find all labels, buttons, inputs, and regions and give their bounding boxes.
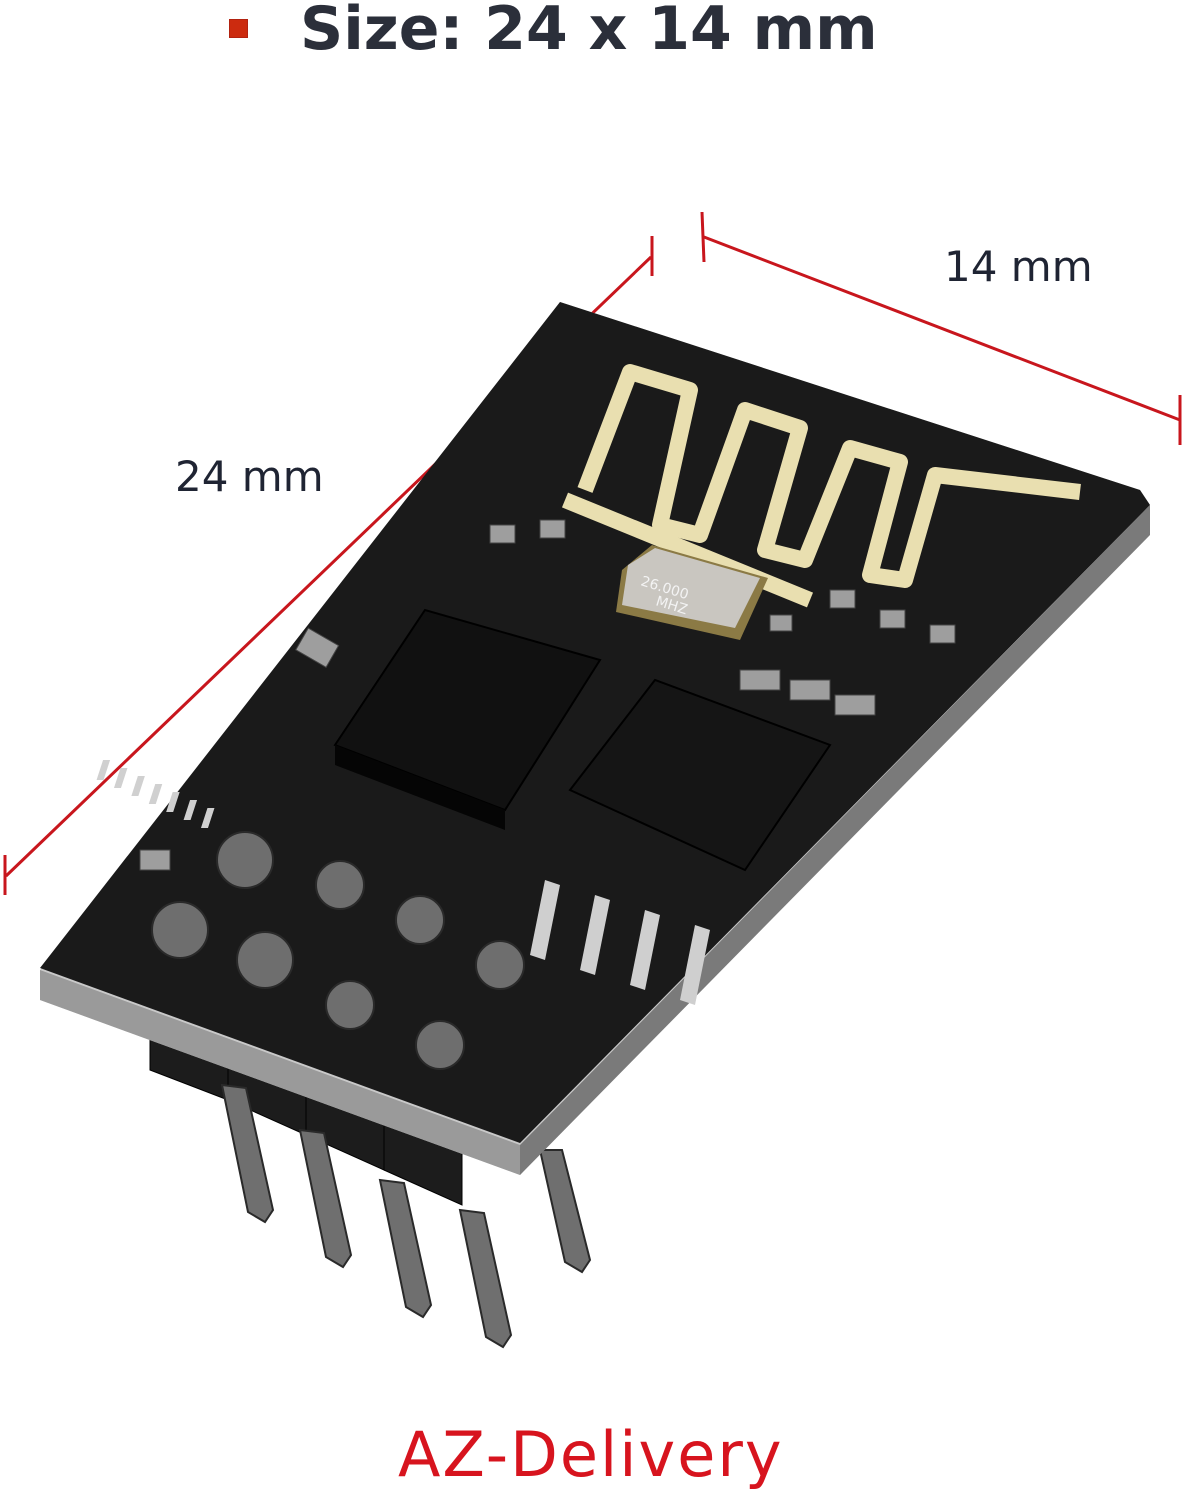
- pin: [220, 1083, 592, 1349]
- dimension-tick-left: [700, 211, 706, 263]
- pcb-front-edge: [40, 970, 520, 1175]
- smd-components: [139, 519, 956, 871]
- size-headline-text: Size: 24 x 14 mm: [300, 0, 878, 64]
- pcb-top: [40, 302, 1150, 1143]
- width-label: 14 mm: [944, 242, 1093, 291]
- flash-chip-pins: [530, 880, 710, 1005]
- pcb-board: [40, 302, 1150, 1175]
- crystal-oscillator: 26.000 MHZ: [616, 545, 768, 640]
- bullet-square-icon: [229, 19, 248, 38]
- length-label: 24 mm: [175, 452, 324, 501]
- esp8266-chip: [96, 608, 602, 830]
- chip-pins: [96, 760, 215, 828]
- pcb-antenna: [561, 364, 1081, 608]
- dimension-line-width: [700, 211, 1182, 445]
- size-headline: Size: 24 x 14 mm: [0, 0, 1185, 80]
- dimension-line: [703, 235, 1181, 422]
- solder-joints: [151, 831, 525, 1070]
- pcb-side-edge: [520, 505, 1150, 1175]
- brand-logo: AZ-Delivery: [398, 1418, 784, 1491]
- flash-memory-chip: [530, 678, 832, 1005]
